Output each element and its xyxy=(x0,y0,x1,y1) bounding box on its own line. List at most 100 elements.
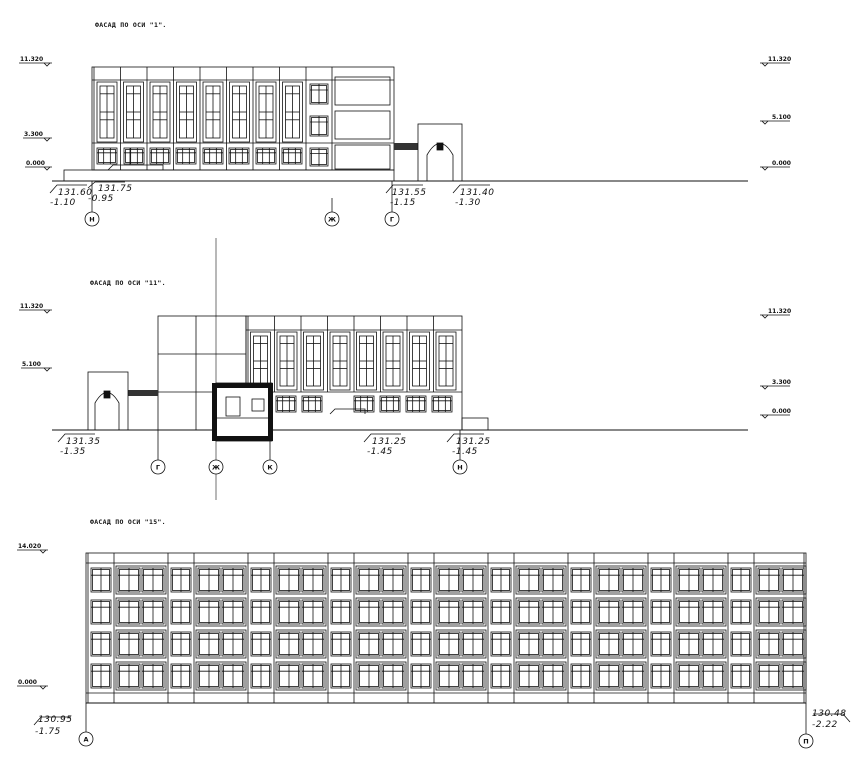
window xyxy=(221,599,245,625)
window-sash xyxy=(151,149,169,163)
window-bay xyxy=(250,331,271,391)
window xyxy=(621,663,645,689)
window xyxy=(410,631,432,657)
window-group-frame xyxy=(355,597,407,627)
window-bay xyxy=(229,81,250,143)
window-sash xyxy=(177,149,195,163)
window xyxy=(149,147,171,165)
bay-frame xyxy=(409,331,430,391)
window-bay xyxy=(255,81,277,143)
window-group-frame xyxy=(195,629,247,659)
window xyxy=(541,663,565,689)
bay-frame xyxy=(96,81,118,143)
window xyxy=(330,599,352,625)
window xyxy=(381,567,405,593)
window-group-frame xyxy=(595,661,647,691)
window-sash xyxy=(283,149,301,163)
window-sash xyxy=(98,149,116,163)
window xyxy=(117,631,141,657)
elevation-title: ФАСАД ПО ОСИ "1". xyxy=(95,21,167,29)
window-group xyxy=(515,565,567,595)
window-group xyxy=(195,565,247,595)
window xyxy=(570,567,592,593)
window-group-frame xyxy=(355,565,407,595)
axis-label: Ж xyxy=(328,216,336,224)
mark-bottom: -1.10 xyxy=(50,198,76,208)
window xyxy=(701,567,725,593)
window xyxy=(330,631,352,657)
window xyxy=(250,567,272,593)
window xyxy=(277,599,301,625)
window xyxy=(170,567,192,593)
window-frame xyxy=(405,395,427,413)
window xyxy=(357,567,381,593)
window xyxy=(597,631,621,657)
level-mark: 5.100 xyxy=(21,361,52,372)
window xyxy=(677,631,701,657)
window xyxy=(357,631,381,657)
level-mark: 3.300 xyxy=(23,131,52,142)
axis-label: Н xyxy=(457,464,462,472)
window xyxy=(781,599,805,625)
level-mark: 11.320 xyxy=(760,56,791,67)
window-group xyxy=(195,661,247,691)
window xyxy=(541,631,565,657)
window xyxy=(170,599,192,625)
window-group xyxy=(755,661,807,691)
level-value: 3.300 xyxy=(24,131,43,138)
window-bay xyxy=(409,331,430,391)
window xyxy=(197,567,221,593)
level-mark: 3.300 xyxy=(760,379,791,390)
window xyxy=(170,663,192,689)
window xyxy=(490,631,512,657)
bay-frame xyxy=(276,331,298,391)
window xyxy=(597,567,621,593)
window xyxy=(221,567,245,593)
window-group xyxy=(115,629,167,659)
window xyxy=(730,663,752,689)
window xyxy=(570,663,592,689)
axis-label: Г xyxy=(390,216,394,224)
window-group xyxy=(435,565,487,595)
bay-frame xyxy=(149,81,171,143)
window xyxy=(757,631,781,657)
bay-frame xyxy=(356,331,377,391)
elevation-title: ФАСАД ПО ОСИ "15". xyxy=(90,518,166,526)
level-value: 11.320 xyxy=(768,308,791,315)
window-group xyxy=(675,565,727,595)
window xyxy=(309,115,329,137)
mark-top: 131.25 xyxy=(372,437,407,447)
mark-top: 130.48 xyxy=(812,709,847,719)
elevation-mark: 131.40 -1.30 xyxy=(452,184,494,208)
window-frame xyxy=(123,147,145,165)
elevation-mark: 131.35 -1.35 xyxy=(57,433,100,457)
window xyxy=(277,663,301,689)
window-sash xyxy=(355,397,373,411)
window xyxy=(141,567,165,593)
window xyxy=(381,599,405,625)
window-group xyxy=(275,565,327,595)
elevation-mark: 131.55 -1.15 xyxy=(385,184,426,208)
window xyxy=(90,567,112,593)
window-bay xyxy=(356,331,377,391)
window-bay xyxy=(329,331,351,391)
level-mark: 11.320 xyxy=(19,56,52,67)
elevation-axis-11: ФАСАД ПО ОСИ "11". 11.320 5.100 11.320 3… xyxy=(19,238,791,500)
window-bays xyxy=(247,316,457,392)
window-bays xyxy=(93,67,303,170)
window xyxy=(757,663,781,689)
window xyxy=(490,567,512,593)
window-sash xyxy=(433,397,451,411)
axis-label: К xyxy=(267,464,273,472)
window xyxy=(650,663,672,689)
window-group-frame xyxy=(195,565,247,595)
window xyxy=(410,663,432,689)
window xyxy=(410,567,432,593)
window-bay xyxy=(96,81,118,143)
level-value: 11.320 xyxy=(20,303,43,310)
window xyxy=(357,599,381,625)
window-group-frame xyxy=(435,629,487,659)
windows xyxy=(96,83,329,167)
mark-bottom: -2.22 xyxy=(812,720,838,730)
window-group-frame xyxy=(435,565,487,595)
